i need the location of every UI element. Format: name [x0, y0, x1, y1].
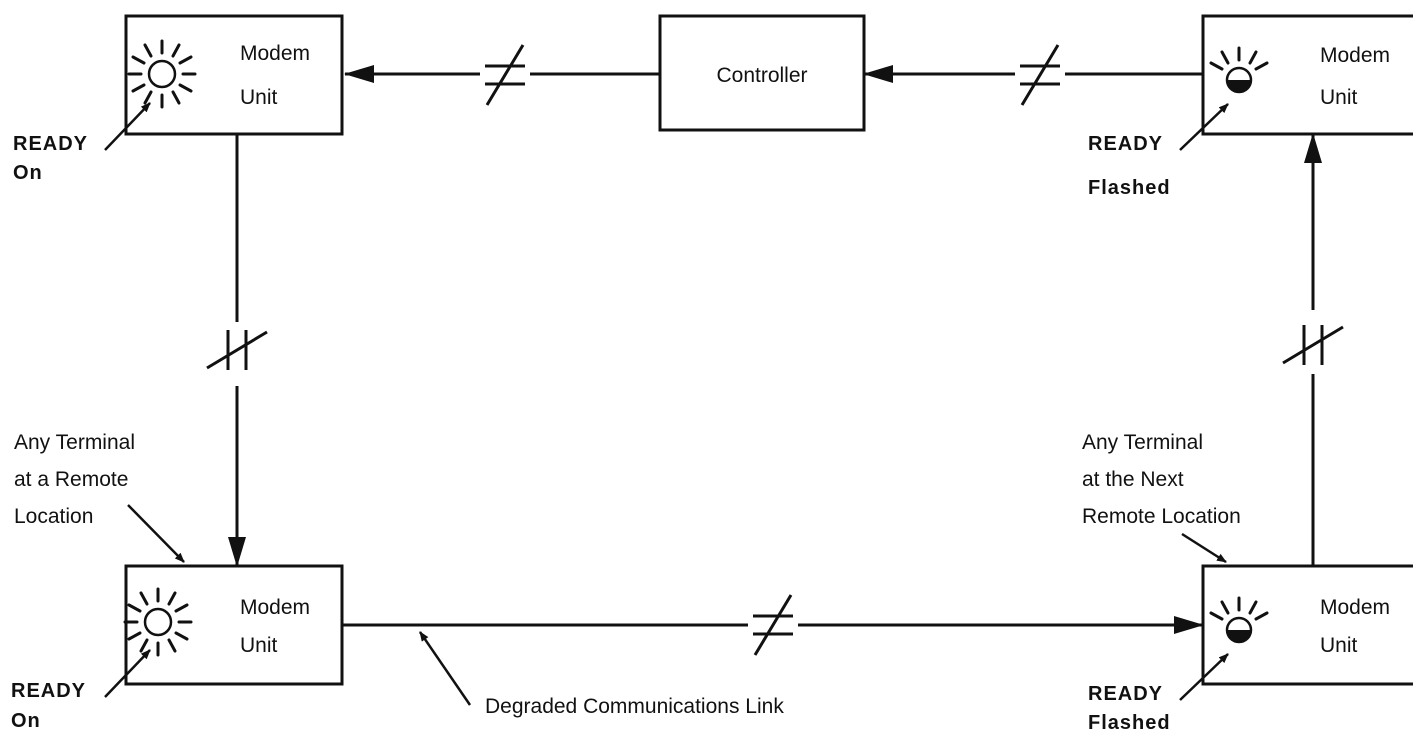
modem-label-line2: Unit: [1320, 634, 1358, 657]
svg-text:Degraded Communications Link: Degraded Communications Link: [485, 695, 784, 718]
modem-label-line1: Modem: [1320, 596, 1390, 619]
ready-pointer-arrow: [104, 649, 151, 698]
next-remote-terminal-annotation: Any Terminal at the Next Remote Location: [1082, 431, 1241, 564]
ready-state: On: [13, 162, 43, 184]
link-break-icon: [748, 593, 798, 657]
modem-label-line2: Unit: [240, 634, 278, 657]
ready-pointer-arrow: [1179, 653, 1229, 701]
svg-text:at the Next: at the Next: [1082, 468, 1184, 491]
link-break-icon: [480, 43, 530, 107]
degraded-link-annotation: Degraded Communications Link: [418, 631, 784, 718]
remote-terminal-annotation: Any Terminal at a Remote Location: [14, 431, 185, 563]
annotation-arrow: [418, 631, 472, 706]
svg-text:at a Remote: at a Remote: [14, 468, 128, 491]
ready-label: READY: [11, 680, 86, 702]
svg-text:Location: Location: [14, 505, 93, 528]
ready-state: Flashed: [1088, 177, 1171, 199]
annotation-arrow: [127, 504, 185, 563]
ready-pointer-arrow: [104, 102, 151, 151]
modem-label-line1: Modem: [1320, 44, 1390, 67]
modem-unit-top-left: Modem Unit: [124, 14, 344, 136]
annotation-arrow: [1181, 532, 1227, 564]
controller-label: Controller: [716, 64, 807, 87]
modem-label-line1: Modem: [240, 596, 310, 619]
modem-label-line1: Modem: [240, 42, 310, 65]
modem-label-line2: Unit: [240, 86, 278, 109]
modem-unit-bottom-right: Modem Unit: [1201, 564, 1413, 686]
svg-text:Any Terminal: Any Terminal: [14, 431, 135, 454]
svg-text:Any Terminal: Any Terminal: [1082, 431, 1203, 454]
modem-unit-top-right: Modem Unit: [1201, 14, 1413, 136]
ready-state: On: [11, 710, 41, 732]
svg-text:Remote Location: Remote Location: [1082, 505, 1241, 528]
ready-label: READY: [1088, 133, 1163, 155]
modem-unit-bottom-left: Modem Unit: [123, 564, 344, 686]
link-break-icon: [1015, 43, 1065, 107]
link-break-icon: [205, 322, 269, 386]
link-break-icon: [1281, 310, 1345, 374]
ready-label: READY: [13, 133, 88, 155]
modem-label-line2: Unit: [1320, 86, 1358, 109]
ready-state: Flashed: [1088, 712, 1171, 734]
ready-pointer-arrow: [1179, 103, 1229, 151]
controller-box: Controller: [658, 14, 866, 132]
ready-label: READY: [1088, 683, 1163, 705]
